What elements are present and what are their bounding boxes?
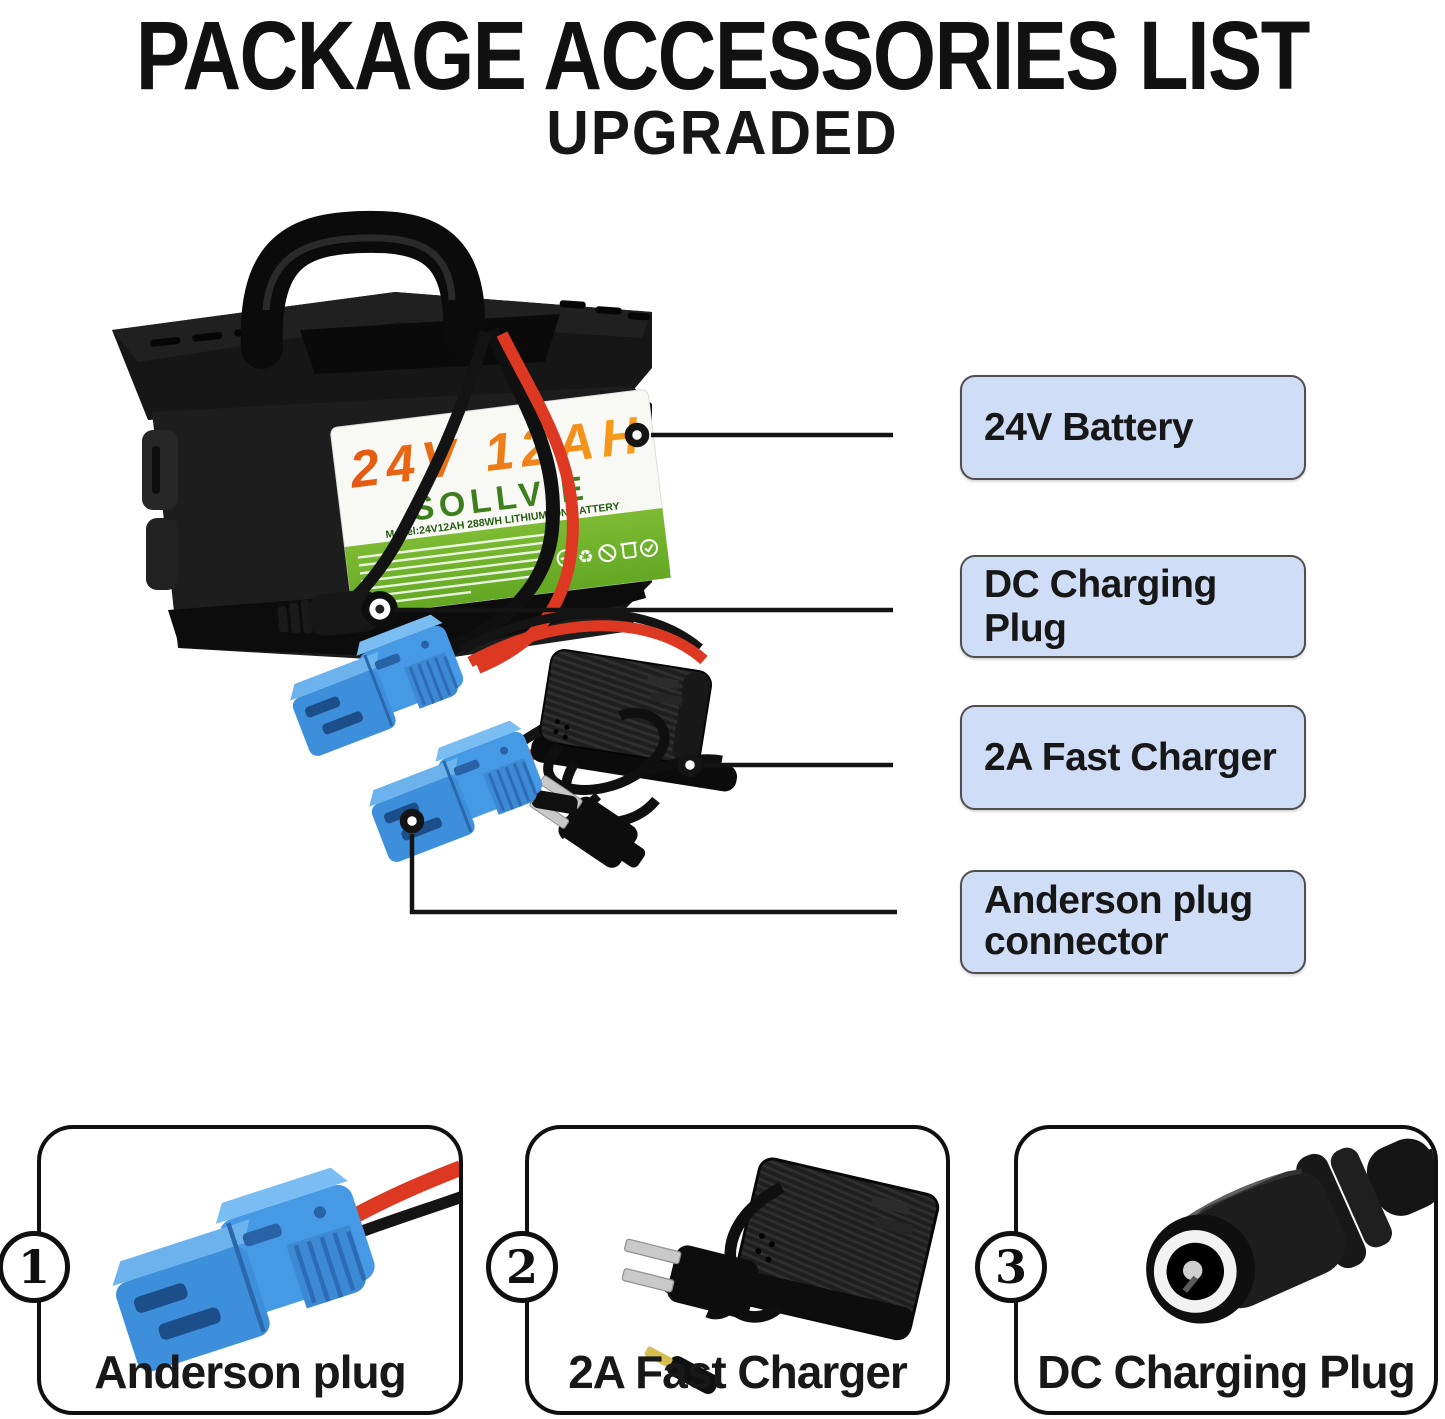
legend-item-fast-charger: 2 2A Fast Charger [486,1125,950,1415]
callout-marker-battery [624,422,650,448]
legend-label-anderson-plug: Anderson plug [94,1346,407,1398]
dc-plug-photo [1146,1138,1434,1324]
battery-label: 24V 12AH SOLLVIE Model:24V12AH 288WH LIT… [330,389,671,617]
page-subtitle: UPGRADED [546,99,899,168]
battery-wires [342,327,708,674]
battery-image: 24V 12AH SOLLVIE Model:24V12AH 288WH LIT… [112,210,708,674]
dc-plug-barrel [1146,1138,1434,1324]
callout-box-dc-plug: DC Charging Plug [960,555,1306,658]
legend-item-dc-plug: 3 DC Charging Plug [975,1125,1438,1415]
callout-box-anderson: Anderson plug connector [960,870,1306,974]
legend-item-anderson-plug: 1 Anderson plug [0,1125,463,1415]
callout-lines [394,432,897,915]
callout-label: 2A Fast Charger [984,735,1277,779]
callout-label: Anderson plug connector [984,879,1253,963]
legend-label-fast-charger: 2A Fast Charger [568,1346,908,1398]
fast-charger-photo [614,1157,940,1397]
recycle-icon: ♻ [576,546,594,568]
callout-label: DC Charging Plug [984,562,1217,650]
anderson-plug-photo [41,1160,459,1411]
callout-marker-charger [677,752,703,778]
legend-number-3: 3 [975,1231,1047,1303]
callout-label: 24V Battery [984,405,1194,449]
charger-brick-large [730,1157,940,1341]
page-title: PACKAGE ACCESSORIES LIST [136,1,1311,110]
legend-label-dc-plug: DC Charging Plug [1037,1346,1416,1398]
anderson-plug-charger [356,716,552,867]
legend-number-1: 1 [0,1231,70,1303]
charger-image [508,649,738,882]
callout-line-anderson [409,834,897,915]
callout-marker-anderson [399,808,425,834]
callout-box-battery: 24V Battery [960,375,1306,480]
callout-markers [399,422,703,834]
certification-icons: ♻ [556,539,659,568]
legend-number-2: 2 [486,1231,558,1303]
callout-box-charger: 2A Fast Charger [960,705,1306,810]
dc-jack [277,589,398,636]
